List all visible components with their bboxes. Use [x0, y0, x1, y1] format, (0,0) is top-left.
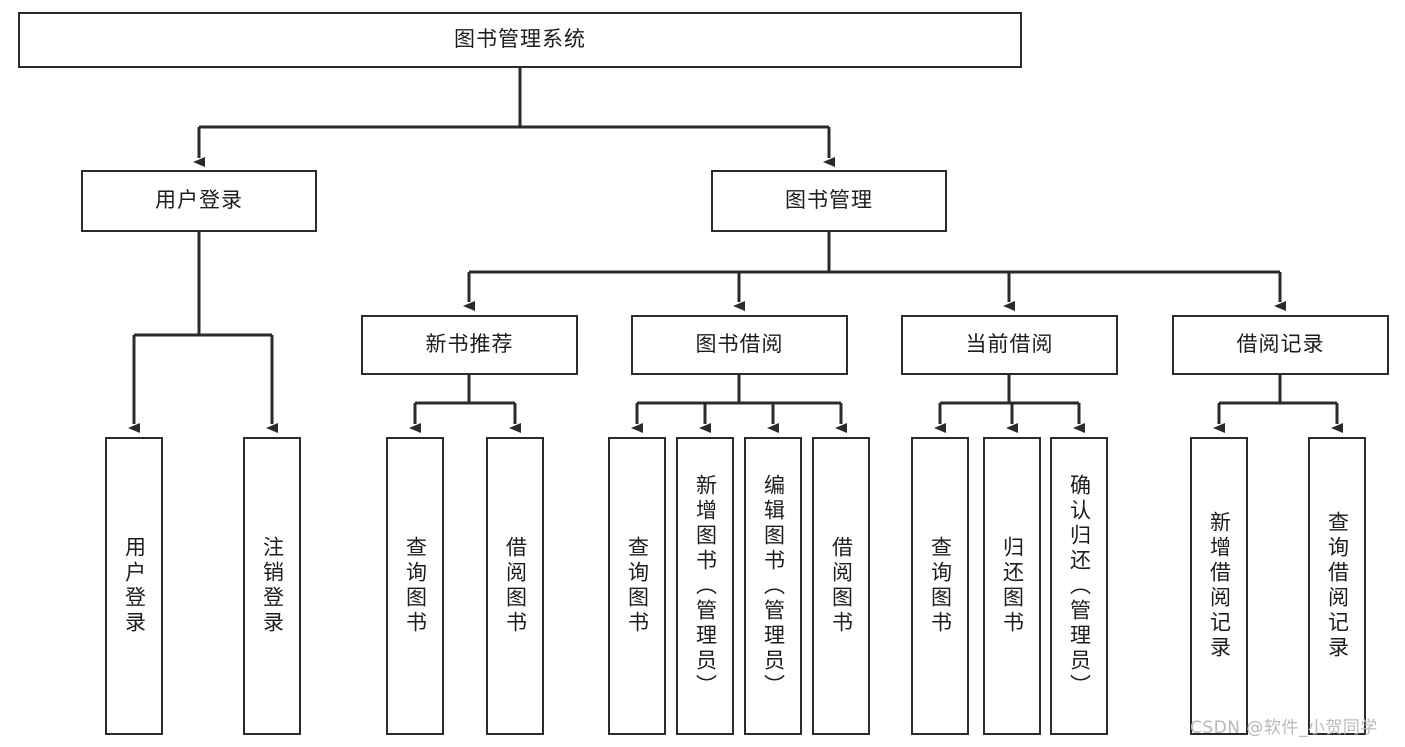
- node-current-borrow-label: 当前借阅: [965, 332, 1054, 357]
- node-leaf-label: 归还图书: [1000, 536, 1025, 636]
- node-book-management[interactable]: 图书管理: [711, 170, 947, 232]
- node-leaf-label: 新增借阅记录: [1207, 511, 1232, 661]
- node-root-label: 图书管理系统: [454, 27, 586, 52]
- node-leaf-logout[interactable]: 注销登录: [243, 437, 301, 735]
- node-leaf-label: 借阅图书: [503, 536, 528, 636]
- node-leaf-label: 编辑图书（管理员）: [761, 473, 786, 699]
- node-leaf-label: 新增图书（管理员）: [693, 473, 718, 699]
- node-leaf-user-login[interactable]: 用户登录: [105, 437, 163, 735]
- node-user-login[interactable]: 用户登录: [81, 170, 317, 232]
- node-leaf-add-borrow-record[interactable]: 新增借阅记录: [1190, 437, 1248, 735]
- node-leaf-borrow-book-bb[interactable]: 借阅图书: [812, 437, 870, 735]
- node-root[interactable]: 图书管理系统: [18, 12, 1022, 68]
- node-leaf-query-book-cb[interactable]: 查询图书: [911, 437, 969, 735]
- node-leaf-label: 借阅图书: [829, 536, 854, 636]
- node-leaf-query-borrow-record[interactable]: 查询借阅记录: [1308, 437, 1366, 735]
- node-leaf-label: 注销登录: [260, 536, 285, 636]
- node-leaf-add-book-admin[interactable]: 新增图书（管理员）: [676, 437, 734, 735]
- node-leaf-borrow-book-nb[interactable]: 借阅图书: [486, 437, 544, 735]
- node-borrow-record-label: 借阅记录: [1236, 332, 1325, 357]
- node-leaf-label: 确认归还（管理员）: [1067, 473, 1092, 699]
- node-leaf-query-book-bb[interactable]: 查询图书: [608, 437, 666, 735]
- node-leaf-confirm-return-admin[interactable]: 确认归还（管理员）: [1050, 437, 1108, 735]
- csdn-watermark: CSDN @软件_小贺同学: [1190, 718, 1378, 738]
- node-leaf-label: 查询图书: [928, 536, 953, 636]
- node-book-management-label: 图书管理: [785, 188, 873, 213]
- node-new-book-recommend-label: 新书推荐: [425, 332, 514, 357]
- node-leaf-label: 查询借阅记录: [1325, 511, 1350, 661]
- node-leaf-label: 查询图书: [625, 536, 650, 636]
- node-leaf-label: 查询图书: [403, 536, 428, 636]
- node-book-borrow[interactable]: 图书借阅: [631, 315, 848, 375]
- node-leaf-label: 用户登录: [122, 536, 147, 636]
- node-current-borrow[interactable]: 当前借阅: [901, 315, 1118, 375]
- node-leaf-return-book[interactable]: 归还图书: [983, 437, 1041, 735]
- node-new-book-recommend[interactable]: 新书推荐: [361, 315, 578, 375]
- node-leaf-query-book-nb[interactable]: 查询图书: [386, 437, 444, 735]
- node-leaf-edit-book-admin[interactable]: 编辑图书（管理员）: [744, 437, 802, 735]
- node-user-login-label: 用户登录: [155, 188, 243, 213]
- node-book-borrow-label: 图书借阅: [695, 332, 784, 357]
- node-borrow-record[interactable]: 借阅记录: [1172, 315, 1389, 375]
